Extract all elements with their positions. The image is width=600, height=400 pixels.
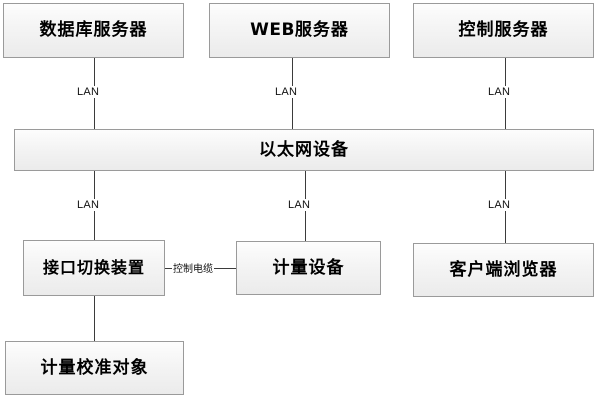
node-metering-device-label: 计量设备 <box>272 257 345 278</box>
node-interface-switch-device[interactable]: 接口切换装置 <box>23 240 165 296</box>
edge-label-lan-ethernet-to-metering: LAN <box>285 199 314 211</box>
node-web-server-label-cn: 服务器 <box>294 20 349 41</box>
node-database-server-label: 数据库服务器 <box>39 20 148 41</box>
edge-label-lan-control-to-ethernet: LAN <box>485 86 514 98</box>
wire-interface-switch-to-calibration-object <box>94 296 95 341</box>
node-client-browser-label: 客户端浏览器 <box>449 259 558 280</box>
node-control-server-label: 控制服务器 <box>458 20 549 41</box>
node-ethernet-device-label: 以太网设备 <box>259 139 349 160</box>
edge-label-lan-db-to-ethernet: LAN <box>74 86 103 98</box>
edge-label-lan-ethernet-to-switch: LAN <box>74 199 103 211</box>
node-interface-switch-device-label: 接口切换装置 <box>42 258 145 278</box>
node-metering-device[interactable]: 计量设备 <box>236 241 381 295</box>
node-ethernet-device[interactable]: 以太网设备 <box>14 129 594 171</box>
node-web-server-label-latin: WEB <box>250 20 295 41</box>
node-control-server[interactable]: 控制服务器 <box>413 3 594 58</box>
node-calibration-object-label: 计量校准对象 <box>40 357 149 378</box>
node-database-server[interactable]: 数据库服务器 <box>3 3 184 58</box>
edge-label-lan-ethernet-to-browser: LAN <box>485 199 514 211</box>
node-client-browser[interactable]: 客户端浏览器 <box>413 243 594 297</box>
edge-label-lan-web-to-ethernet: LAN <box>272 86 301 98</box>
node-calibration-object[interactable]: 计量校准对象 <box>5 341 184 395</box>
edge-label-control-cable: 控制电缆 <box>172 260 214 275</box>
